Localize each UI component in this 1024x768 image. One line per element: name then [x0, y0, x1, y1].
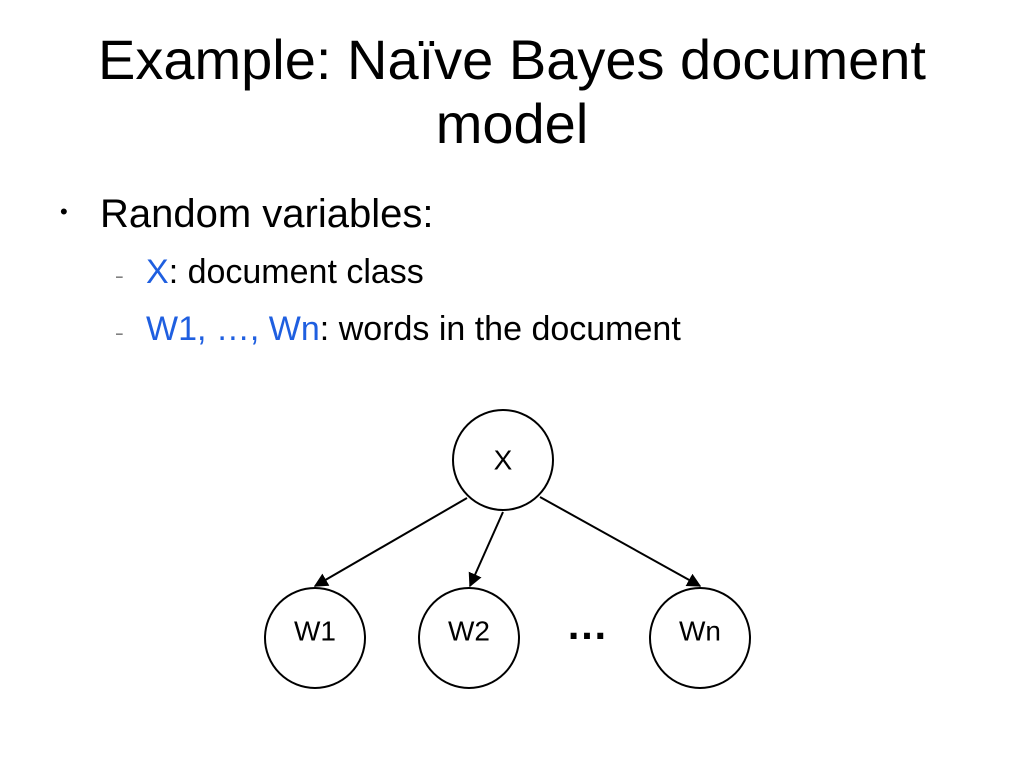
- node-w1-label: W1: [294, 615, 336, 646]
- variable-x-description: : document class: [168, 253, 424, 291]
- edge-x-w1: [313, 497, 468, 587]
- variable-w-description: : words in the document: [319, 310, 681, 348]
- node-w2-label: W2: [448, 615, 490, 646]
- sub-bullet-marker: –: [116, 269, 123, 284]
- sub-bullet-document-class: – X: document class: [116, 252, 424, 294]
- sub-bullet-words: – W1, …, Wn: words in the document: [116, 309, 681, 351]
- edge-x-w2: [468, 511, 504, 588]
- node-w1: W1: [264, 587, 366, 689]
- node-w2: W2: [418, 587, 520, 689]
- node-wn-label: Wn: [679, 615, 721, 646]
- edge-x-wn: [539, 496, 702, 587]
- slide-title: Example: Naïve Bayes document model: [0, 28, 1024, 156]
- node-x-label: X: [494, 444, 513, 475]
- variable-w-label: W1, …, Wn: [146, 310, 320, 348]
- bullet-random-variables: • Random variables:: [60, 190, 434, 240]
- bullet-marker: •: [60, 199, 68, 225]
- title-line-2: model: [435, 92, 589, 155]
- variable-x-label: X: [146, 253, 169, 291]
- bullet-text: Random variables:: [100, 192, 434, 236]
- sub-bullet-marker: –: [116, 326, 123, 341]
- ellipsis: …: [566, 601, 608, 648]
- node-wn: Wn: [649, 587, 751, 689]
- title-line-1: Example: Naïve Bayes document: [98, 28, 926, 91]
- node-x: X: [452, 409, 554, 511]
